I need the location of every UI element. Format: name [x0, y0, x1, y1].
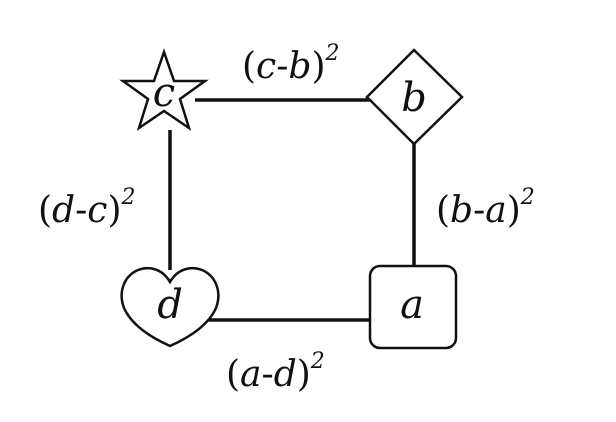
edge-label-d-c: (d-c)2	[38, 185, 135, 231]
edge-label-d-c-v2: c	[87, 190, 107, 231]
edge-label-b-a-open: (	[436, 190, 450, 231]
edge-label-a-d-exp: 2	[310, 349, 325, 374]
edge-label-d-c-exp: 2	[120, 185, 135, 210]
node-label-a: a	[400, 282, 424, 328]
edge-label-b-a-minus: -	[473, 190, 485, 231]
node-label-d: d	[157, 282, 183, 328]
edge-label-a-d-open: (	[226, 354, 240, 395]
edge-label-b-a-v2: a	[485, 190, 506, 231]
heart-node-d	[120, 266, 220, 348]
edge-label-d-c-close: )	[107, 190, 121, 231]
edge-label-b-a-v1: b	[450, 190, 473, 231]
node-label-c: c	[153, 70, 175, 116]
edge-label-c-b-v1: c	[256, 46, 276, 87]
edge-label-c-b-minus: -	[276, 46, 288, 87]
edge-label-c-b-v2: b	[288, 46, 311, 87]
edge-label-d-c-v1: d	[52, 190, 75, 231]
edge-label-b-a: (b-a)2	[436, 185, 535, 231]
diamond-node-b	[365, 48, 464, 146]
edge-label-d-c-open: (	[38, 190, 52, 231]
edge-label-a-d: (a-d)2	[226, 349, 325, 395]
edge-label-b-a-close: )	[507, 190, 521, 231]
edge-label-a-d-v1: a	[240, 354, 261, 395]
edge-label-a-d-close: )	[297, 354, 311, 395]
edge-label-a-d-minus: -	[262, 354, 274, 395]
edge-label-b-a-exp: 2	[520, 185, 535, 210]
node-label-b: b	[401, 75, 427, 121]
edge-label-d-c-minus: -	[75, 190, 87, 231]
edge-label-c-b: (c-b)2	[242, 41, 339, 87]
star-node-c	[119, 48, 209, 132]
edge-label-a-d-v2: d	[274, 354, 297, 395]
edge-label-c-b-open: (	[242, 46, 256, 87]
edge-label-c-b-close: )	[311, 46, 325, 87]
edge-label-c-b-exp: 2	[324, 41, 339, 66]
rounded-square-node-a	[368, 264, 458, 350]
